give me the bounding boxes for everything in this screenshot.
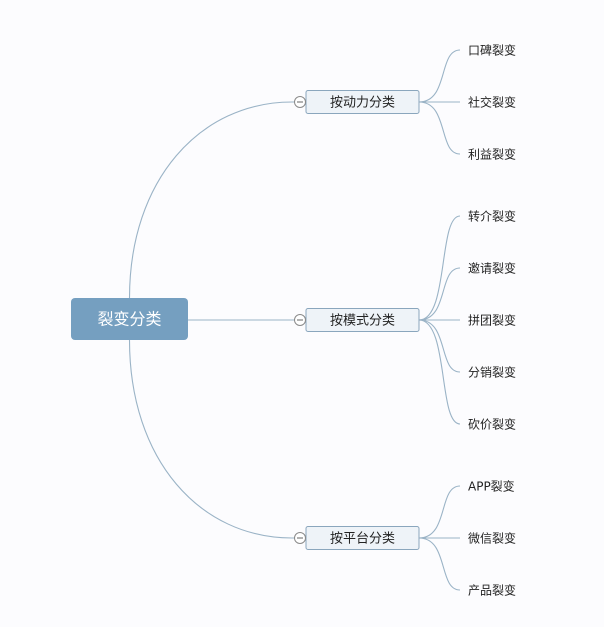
branch-node[interactable]: 按动力分类 xyxy=(305,90,420,114)
leaf-node[interactable]: 产品裂变 xyxy=(468,583,516,598)
leaf-node[interactable]: 转介裂变 xyxy=(468,209,516,224)
mindmap-links xyxy=(128,49,461,591)
branch-node[interactable]: 按平台分类 xyxy=(305,526,420,550)
branch-to-leaf-link xyxy=(418,49,461,103)
branch-to-leaf-link xyxy=(418,537,461,591)
leaf-node[interactable]: 社交裂变 xyxy=(468,95,516,110)
leaf-node[interactable]: 分销裂变 xyxy=(468,365,516,380)
root-to-branch-link xyxy=(128,101,306,299)
branch-to-leaf-link xyxy=(418,319,461,425)
root-node-box xyxy=(71,298,188,340)
branch-node-label: 按动力分类 xyxy=(330,96,395,111)
leaf-node[interactable]: 砍价裂变 xyxy=(468,417,516,432)
leaf-node[interactable]: 邀请裂变 xyxy=(468,261,516,276)
branch-node[interactable]: 按模式分类 xyxy=(305,308,420,332)
leaf-node[interactable]: 拼团裂变 xyxy=(468,313,516,328)
leaf-node[interactable]: APP裂变 xyxy=(468,479,515,494)
leaf-node[interactable]: 微信裂变 xyxy=(468,531,516,546)
leaf-node[interactable]: 口碑裂变 xyxy=(468,43,516,58)
collapse-minus-icon[interactable] xyxy=(294,532,306,544)
branch-to-leaf-link xyxy=(418,485,461,539)
root-to-branch-link xyxy=(128,339,306,539)
root-node[interactable]: 裂变分类 xyxy=(71,298,188,340)
root-node-label: 裂变分类 xyxy=(97,310,161,329)
leaf-node[interactable]: 利益裂变 xyxy=(468,147,516,162)
branch-to-leaf-link xyxy=(418,101,461,155)
branch-to-leaf-link xyxy=(418,267,461,321)
collapse-minus-icon[interactable] xyxy=(294,314,306,326)
branch-node-label: 按模式分类 xyxy=(330,314,395,329)
branch-to-leaf-link xyxy=(418,319,461,373)
collapse-minus-icon[interactable] xyxy=(294,96,306,108)
branch-node-label: 按平台分类 xyxy=(330,532,395,547)
branch-to-leaf-link xyxy=(418,215,461,321)
